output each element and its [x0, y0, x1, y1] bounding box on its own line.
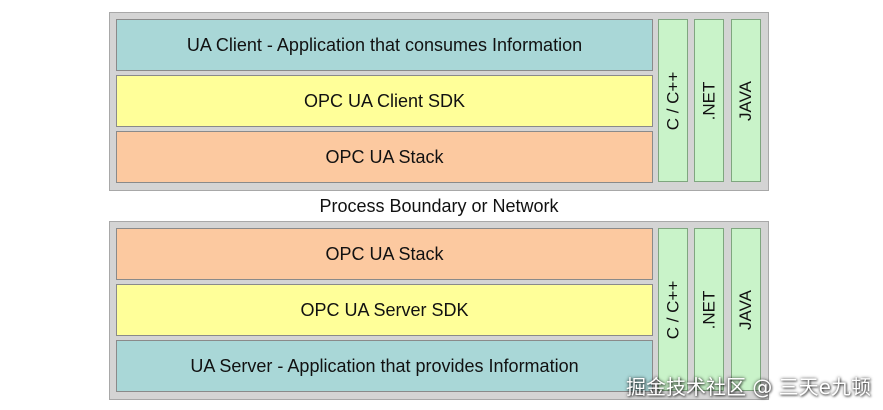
- server-language-c-label: C / C++: [663, 280, 682, 339]
- server-sdk-label: OPC UA Server SDK: [300, 299, 469, 320]
- server-application-layer: UA Server - Application that provides In…: [116, 340, 653, 392]
- client-stack-label: OPC UA Stack: [325, 146, 444, 167]
- client-stack-layer: OPC UA Stack: [116, 131, 653, 183]
- server-language-java: JAVA: [731, 228, 761, 391]
- server-language-c: C / C++: [658, 228, 688, 391]
- server-language-java-label: JAVA: [736, 289, 755, 330]
- server-stack-layer: OPC UA Stack: [116, 228, 653, 280]
- client-language-net-label: .NET: [699, 81, 719, 120]
- client-language-net: .NET: [694, 19, 724, 182]
- client-application-layer: UA Client - Application that consumes In…: [116, 19, 653, 71]
- client-panel: UA Client - Application that consumes In…: [109, 12, 769, 191]
- client-language-java: JAVA: [731, 19, 761, 182]
- watermark: 掘金技术社区 @ 三天e九顿: [625, 375, 871, 399]
- client-sdk-label: OPC UA Client SDK: [303, 90, 466, 111]
- server-application-label: UA Server - Application that provides In…: [190, 355, 579, 376]
- client-application-label: UA Client - Application that consumes In…: [186, 34, 583, 55]
- server-panel: OPC UA Stack OPC UA Server SDK UA Server…: [109, 221, 769, 400]
- client-language-java-label: JAVA: [736, 80, 755, 121]
- client-language-c: C / C++: [658, 19, 688, 182]
- client-sdk-layer: OPC UA Client SDK: [116, 75, 653, 127]
- server-sdk-layer: OPC UA Server SDK: [116, 284, 653, 336]
- client-language-c-label: C / C++: [663, 71, 682, 130]
- server-stack-label: OPC UA Stack: [325, 243, 444, 264]
- process-boundary-label: Process Boundary or Network: [319, 195, 559, 216]
- server-language-net-label: .NET: [699, 290, 719, 329]
- server-language-net: .NET: [694, 228, 724, 391]
